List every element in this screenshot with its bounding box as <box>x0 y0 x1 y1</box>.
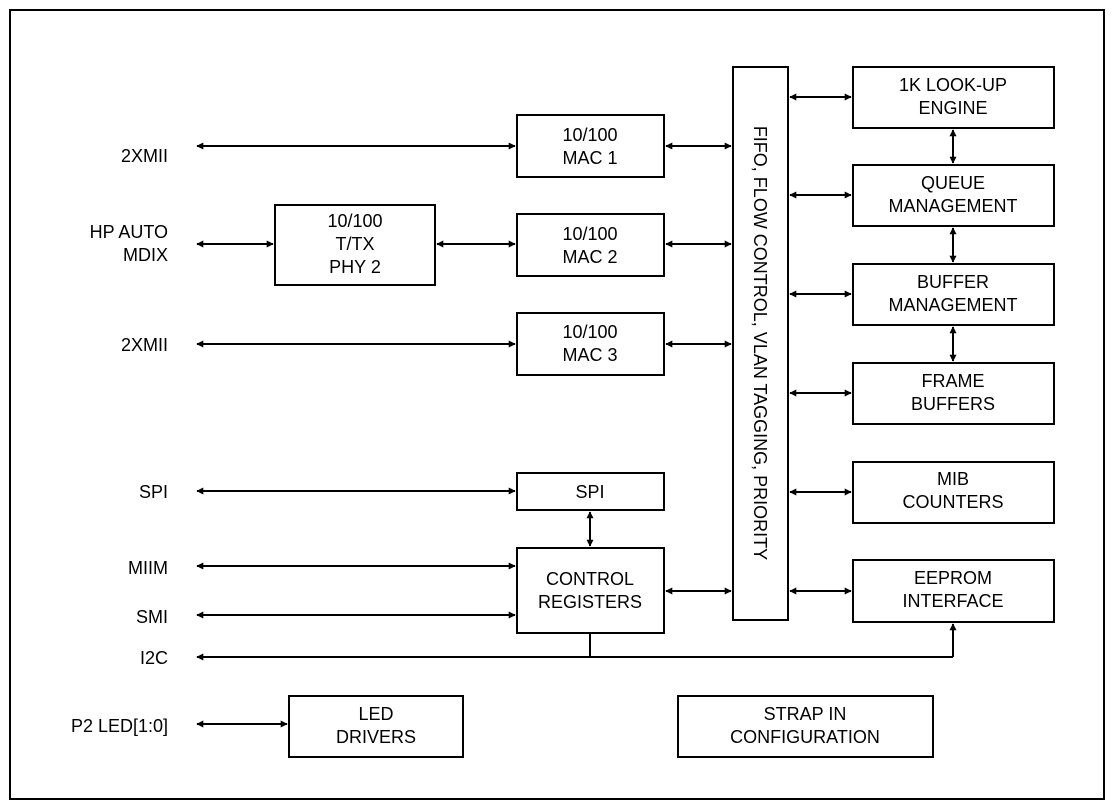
spi-block-label: SPI <box>575 482 604 502</box>
mib-line1: MIB <box>937 469 969 489</box>
label-spi: SPI <box>139 482 168 502</box>
eeprom-interface-block: EEPROM INTERFACE <box>852 559 1055 623</box>
lookup-engine-block: 1K LOOK-UP ENGINE <box>852 66 1055 129</box>
mac2-line2: MAC 2 <box>562 247 617 267</box>
led-drivers-block: LED DRIVERS <box>288 695 464 758</box>
buffer-line1: BUFFER <box>917 272 989 292</box>
label-mdix: MDIX <box>123 245 168 265</box>
strap-line2: CONFIGURATION <box>730 727 880 747</box>
control-line1: CONTROL <box>546 569 634 589</box>
label-p2-led: P2 LED[1:0] <box>71 716 168 736</box>
lookup-line1: 1K LOOK-UP <box>899 75 1007 95</box>
phy2-line2: T/TX <box>336 234 375 254</box>
mac2-line1: 10/100 <box>562 224 617 244</box>
label-i2c: I2C <box>140 648 168 668</box>
fifo-block: FIFO, FLOW CONTROL, VLAN TAGGING, PRIORI… <box>732 66 789 621</box>
buffer-line2: MANAGEMENT <box>888 295 1017 315</box>
led-line2: DRIVERS <box>336 727 416 747</box>
fifo-label: FIFO, FLOW CONTROL, VLAN TAGGING, PRIORI… <box>750 126 770 560</box>
mac2-block: 10/100 MAC 2 <box>516 213 665 277</box>
frame-line1: FRAME <box>922 371 985 391</box>
mac1-line2: MAC 1 <box>562 148 617 168</box>
frame-buffers-block: FRAME BUFFERS <box>852 362 1055 425</box>
eeprom-line2: INTERFACE <box>902 591 1003 611</box>
mac1-line1: 10/100 <box>562 125 617 145</box>
eeprom-line1: EEPROM <box>914 568 992 588</box>
mac3-line1: 10/100 <box>562 322 617 342</box>
queue-management-block: QUEUE MANAGEMENT <box>852 164 1055 227</box>
outer-frame <box>9 9 1105 800</box>
label-miim: MIIM <box>128 558 168 578</box>
mib-counters-block: MIB COUNTERS <box>852 461 1055 524</box>
label-hp-auto: HP AUTO <box>90 222 168 242</box>
label-2xmii-top: 2XMII <box>121 146 168 166</box>
phy2-line3: PHY 2 <box>329 257 381 277</box>
label-2xmii-mid: 2XMII <box>121 335 168 355</box>
mib-line2: COUNTERS <box>902 492 1003 512</box>
phy2-block: 10/100 T/TX PHY 2 <box>274 204 436 286</box>
mac3-block: 10/100 MAC 3 <box>516 312 665 376</box>
frame-line2: BUFFERS <box>911 394 995 414</box>
led-line1: LED <box>358 704 393 724</box>
label-smi: SMI <box>136 607 168 627</box>
spi-block: SPI <box>516 472 665 511</box>
mac1-block: 10/100 MAC 1 <box>516 114 665 178</box>
queue-line2: MANAGEMENT <box>888 196 1017 216</box>
buffer-management-block: BUFFER MANAGEMENT <box>852 263 1055 326</box>
control-line2: REGISTERS <box>538 592 642 612</box>
lookup-line2: ENGINE <box>918 98 987 118</box>
control-registers-block: CONTROL REGISTERS <box>516 547 665 634</box>
strap-line1: STRAP IN <box>764 704 847 724</box>
mac3-line2: MAC 3 <box>562 345 617 365</box>
phy2-line1: 10/100 <box>327 211 382 231</box>
strap-configuration-block: STRAP IN CONFIGURATION <box>677 695 934 758</box>
queue-line1: QUEUE <box>921 173 985 193</box>
